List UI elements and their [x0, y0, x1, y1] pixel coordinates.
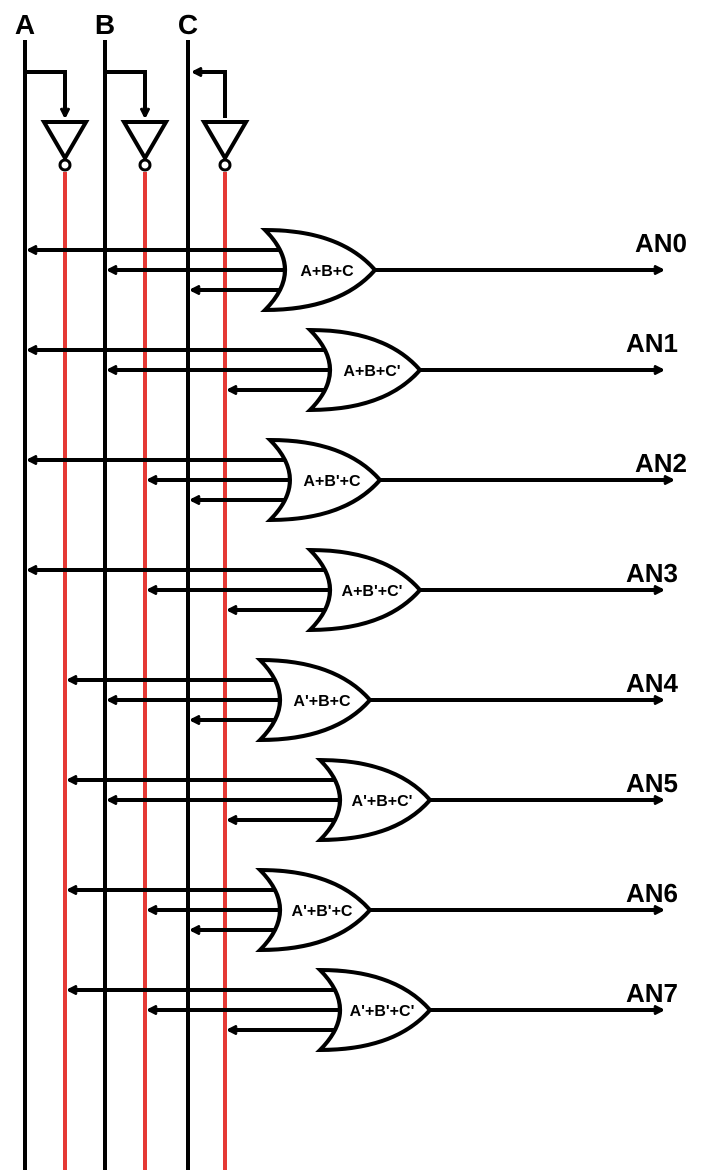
output-label: AN6: [626, 878, 678, 908]
gate-label: A+B'+C: [303, 473, 361, 490]
or-gate-1: A+B+C' AN1: [29, 327, 678, 413]
output-label: AN1: [626, 328, 678, 358]
gate-label: A'+B'+C: [292, 903, 353, 920]
or-gate-0: A+B+C AN0: [29, 227, 687, 313]
or-gate-body: [315, 967, 433, 1053]
output-label: AN3: [626, 558, 678, 588]
gate-label: A'+B+C': [352, 793, 413, 810]
inverter-a: [25, 70, 90, 172]
inverter-c: [194, 72, 250, 172]
output-label: AN7: [626, 978, 678, 1008]
or-gate-7: A'+B'+C' AN7: [69, 967, 678, 1053]
gate-label: A+B+C: [300, 263, 354, 280]
tap-wire-c: [194, 72, 227, 118]
or-gate-body: [255, 867, 373, 953]
output-label: AN5: [626, 768, 678, 798]
not-gate-triangle: [40, 120, 90, 162]
input-label-b: B: [95, 9, 115, 40]
tap-wire-b: [105, 70, 145, 116]
tap-wire-a: [25, 70, 65, 116]
output-label: AN4: [626, 668, 679, 698]
inverters: [25, 70, 250, 172]
or-gate-6: A'+B'+C AN6: [69, 867, 678, 953]
not-gate-triangle: [120, 120, 170, 162]
output-label: AN2: [635, 448, 687, 478]
or-gate-body: [265, 437, 383, 523]
input-label-c: C: [178, 9, 198, 40]
inverter-b: [105, 70, 170, 172]
or-gate-body: [315, 757, 433, 843]
not-gate-bubble: [218, 158, 232, 172]
not-gate-bubble: [138, 158, 152, 172]
not-gate-triangle: [200, 120, 250, 162]
or-gate-5: A'+B+C' AN5: [69, 757, 678, 843]
not-gate-bubble: [58, 158, 72, 172]
output-label: AN0: [635, 228, 687, 258]
or-gate-body: [305, 327, 423, 413]
or-gate-4: A'+B+C AN4: [69, 657, 679, 743]
input-rails: A B C: [15, 9, 227, 1170]
or-gate-3: A+B'+C' AN3: [29, 547, 678, 633]
input-label-a: A: [15, 9, 35, 40]
gate-label: A+B+C': [343, 363, 400, 380]
or-gate-body: [260, 227, 378, 313]
or-gate-2: A+B'+C AN2: [29, 437, 687, 523]
gate-label: A'+B+C: [293, 693, 351, 710]
gate-label: A'+B'+C': [350, 1003, 415, 1020]
gate-label: A+B'+C': [342, 583, 403, 600]
or-gate-body: [255, 657, 373, 743]
or-gate-body: [305, 547, 423, 633]
